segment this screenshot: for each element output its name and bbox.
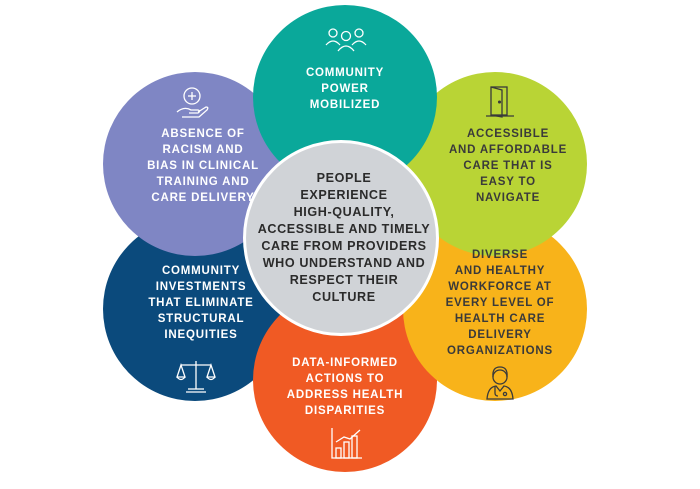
label-line: DATA-INFORMED bbox=[292, 357, 398, 369]
label-line: RESPECT THEIR bbox=[289, 273, 399, 287]
label-community-investments: COMMUNITY INVESTMENTS THAT ELIMINATE STRUCT… bbox=[136, 263, 266, 343]
label-line: HIGH-QUALITY, bbox=[293, 205, 395, 219]
label-line: POWER bbox=[321, 83, 369, 95]
label-data-informed: DATA-INFORMED ACTIONS TO ADDRESS HEALTH DIS… bbox=[285, 355, 405, 419]
label-line: ORGANIZATIONS bbox=[446, 345, 554, 357]
label-line: ACTIONS TO bbox=[305, 373, 385, 385]
label-line: EXPERIENCE bbox=[300, 188, 388, 202]
label-line: CULTURE bbox=[312, 290, 376, 304]
label-line: TRAINING AND bbox=[156, 176, 250, 188]
label-absence-of-racism: ABSENCE OF RACISM AND BIAS IN CLINICAL TRAI… bbox=[138, 126, 268, 206]
label-line: DISPARITIES bbox=[304, 405, 386, 417]
label-line: NAVIGATE bbox=[475, 192, 541, 204]
label-line: STRUCTURAL bbox=[157, 313, 245, 325]
label-line: CARE THAT IS bbox=[463, 160, 553, 172]
label-line: WHO UNDERSTAND AND bbox=[262, 256, 426, 270]
door-icon bbox=[485, 85, 515, 119]
label-line: ADDRESS HEALTH bbox=[286, 389, 404, 401]
label-line: EVERY LEVEL OF bbox=[445, 297, 555, 309]
label-line: PEOPLE bbox=[316, 171, 372, 185]
label-community-power: COMMUNITY POWER MOBILIZED bbox=[295, 65, 395, 113]
label-diverse-workforce: DIVERSE AND HEALTHY WORKFORCE AT EVERY LEVE… bbox=[435, 247, 565, 359]
label-line: EASY TO bbox=[480, 176, 536, 188]
center-circle bbox=[243, 140, 439, 336]
label-line: CARE DELIVERY bbox=[151, 192, 255, 204]
doctor-icon bbox=[484, 363, 516, 401]
label-accessible-care: ACCESSIBLE AND AFFORDABLE CARE THAT IS EASY… bbox=[448, 126, 568, 206]
bar-chart-icon bbox=[330, 426, 364, 460]
label-line: ACCESSIBLE bbox=[466, 128, 550, 140]
label-line: DIVERSE bbox=[471, 249, 529, 261]
label-line: RACISM AND bbox=[162, 144, 244, 156]
label-line: HEALTH CARE bbox=[454, 313, 546, 325]
center-label: PEOPLE EXPERIENCE HIGH-QUALITY, ACCESSIBLE … bbox=[248, 170, 440, 306]
label-line: INVESTMENTS bbox=[155, 281, 247, 293]
scales-icon bbox=[176, 358, 216, 394]
medical-hand-icon bbox=[174, 86, 210, 120]
label-line: COMMUNITY bbox=[305, 67, 385, 79]
label-line: DELIVERY bbox=[468, 329, 532, 341]
label-line: BIAS IN CLINICAL bbox=[147, 160, 259, 172]
people-group-icon bbox=[324, 27, 368, 53]
label-line: INEQUITIES bbox=[164, 329, 238, 341]
label-line: COMMUNITY bbox=[161, 265, 241, 277]
label-line: WORKFORCE AT bbox=[448, 281, 552, 293]
label-line: AND AFFORDABLE bbox=[448, 144, 568, 156]
label-line: ACCESSIBLE AND TIMELY bbox=[257, 222, 431, 236]
label-line: MOBILIZED bbox=[309, 99, 381, 111]
label-line: CARE FROM PROVIDERS bbox=[261, 239, 427, 253]
label-line: THAT ELIMINATE bbox=[148, 297, 254, 309]
label-line: AND HEALTHY bbox=[454, 265, 546, 277]
label-line: ABSENCE OF bbox=[161, 128, 245, 140]
